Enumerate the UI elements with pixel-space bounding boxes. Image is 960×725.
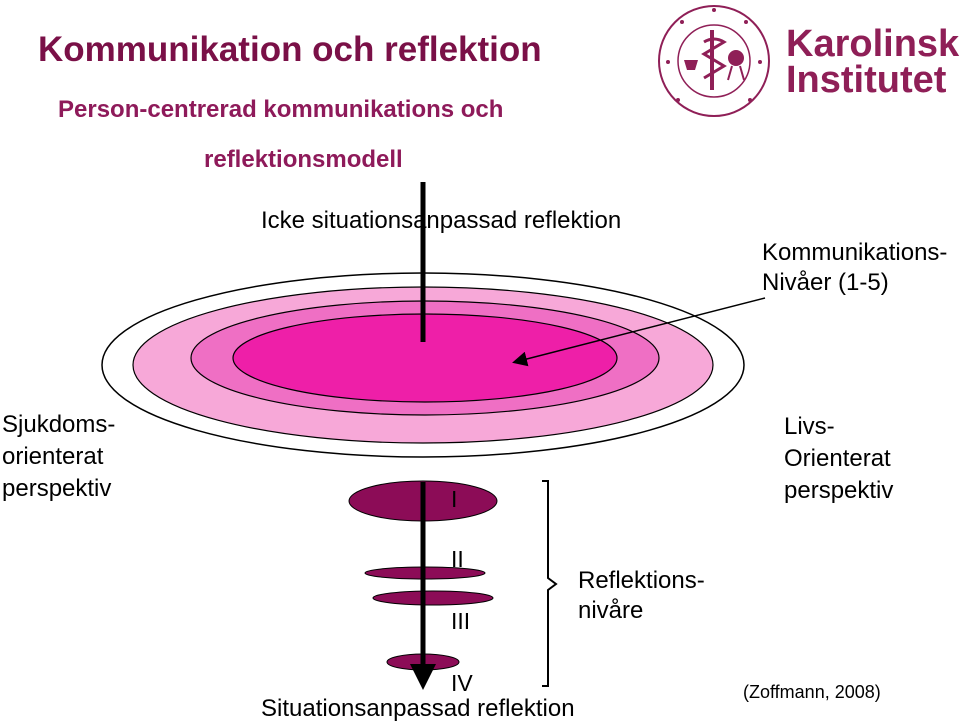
logo-name-line-1: Karolinska bbox=[786, 23, 960, 65]
right-label-line-1: Livs- bbox=[784, 413, 835, 440]
karolinska-logo: Karolinska Institutet bbox=[654, 2, 960, 120]
reflection-brace bbox=[542, 480, 558, 687]
comm-levels-label-line-1: Kommunikations- bbox=[762, 239, 948, 266]
logo-name-line-2: Institutet bbox=[786, 59, 947, 101]
bottom-label: Situationsanpassad reflektion bbox=[261, 695, 575, 722]
subtitle-line-1: Person-centrerad kommunikations och bbox=[58, 96, 504, 123]
level-label-4: IV bbox=[451, 670, 473, 696]
reflection-label-line-2: nivåre bbox=[578, 597, 644, 624]
seal-icon bbox=[658, 5, 770, 117]
reflection-label-line-1: Reflektions- bbox=[578, 567, 705, 594]
level-label-1: I bbox=[451, 486, 458, 512]
top-label: Icke situationsanpassad reflektion bbox=[261, 207, 622, 234]
reflection-disc-3 bbox=[372, 590, 494, 606]
left-label-line-1: Sjukdoms- bbox=[2, 411, 116, 438]
right-label-line-2: Orienterat bbox=[784, 445, 891, 472]
comm-levels-pointer bbox=[512, 297, 766, 367]
left-label-line-3: perspektiv bbox=[2, 475, 112, 502]
right-label-line-3: perspektiv bbox=[784, 477, 894, 504]
level-label-2: II bbox=[451, 546, 464, 572]
axis-arrowhead bbox=[410, 664, 436, 690]
left-label-line-2: orienterat bbox=[2, 443, 104, 470]
comm-levels-label-line-2: Nivåer (1-5) bbox=[762, 269, 889, 296]
citation: (Zoffmann, 2008) bbox=[743, 682, 881, 702]
page-title: Kommunikation och reflektion bbox=[38, 30, 542, 69]
level-label-3: III bbox=[451, 608, 471, 634]
subtitle-line-2: reflektionsmodell bbox=[204, 146, 403, 173]
